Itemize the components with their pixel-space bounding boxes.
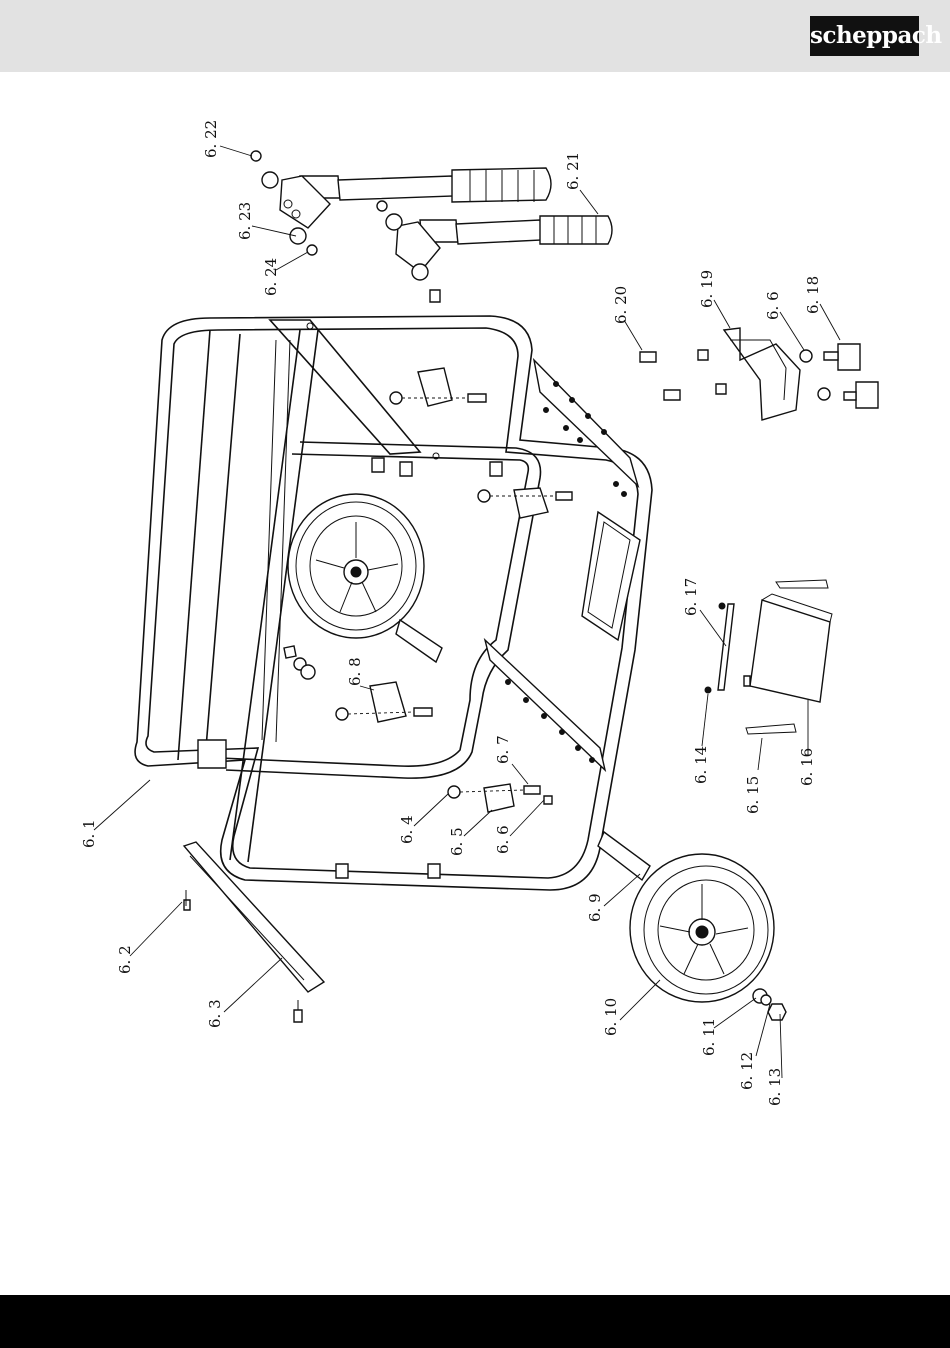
- label-6-18: 6. 18: [804, 276, 822, 314]
- label-6-3: 6. 3: [206, 999, 224, 1028]
- rear-wheel: [288, 494, 442, 662]
- label-6-23: 6. 23: [236, 202, 254, 240]
- label-6-6: 6. 6: [764, 291, 782, 320]
- label-6-19: 6. 19: [698, 270, 716, 308]
- label-6-20: 6. 20: [612, 286, 630, 324]
- label-6-6: 6. 6: [494, 825, 512, 854]
- label-6-15: 6. 15: [744, 776, 762, 814]
- label-6-10: 6. 10: [602, 998, 620, 1036]
- label-6-4: 6. 4: [398, 815, 416, 844]
- label-6-21: 6. 21: [564, 152, 582, 190]
- label-6-11: 6. 11: [700, 1018, 718, 1056]
- handles: [251, 151, 612, 302]
- label-6-5: 6. 5: [448, 827, 466, 856]
- label-6-1: 6. 1: [80, 819, 98, 848]
- label-6-12: 6. 12: [738, 1052, 756, 1090]
- label-6-22: 6. 22: [202, 120, 220, 158]
- label-6-17: 6. 17: [682, 578, 700, 616]
- label-6-7: 6. 7: [494, 735, 512, 764]
- label-6-9: 6. 9: [586, 893, 604, 922]
- label-6-2: 6. 2: [116, 945, 134, 974]
- label-6-24: 6. 24: [262, 258, 280, 296]
- label-6-16: 6. 16: [798, 748, 816, 786]
- front-wheel: [598, 832, 786, 1020]
- label-6-14: 6. 14: [692, 746, 710, 784]
- label-6-8: 6. 8: [346, 657, 364, 686]
- small-parts: [640, 328, 878, 734]
- label-6-13: 6. 13: [766, 1068, 784, 1106]
